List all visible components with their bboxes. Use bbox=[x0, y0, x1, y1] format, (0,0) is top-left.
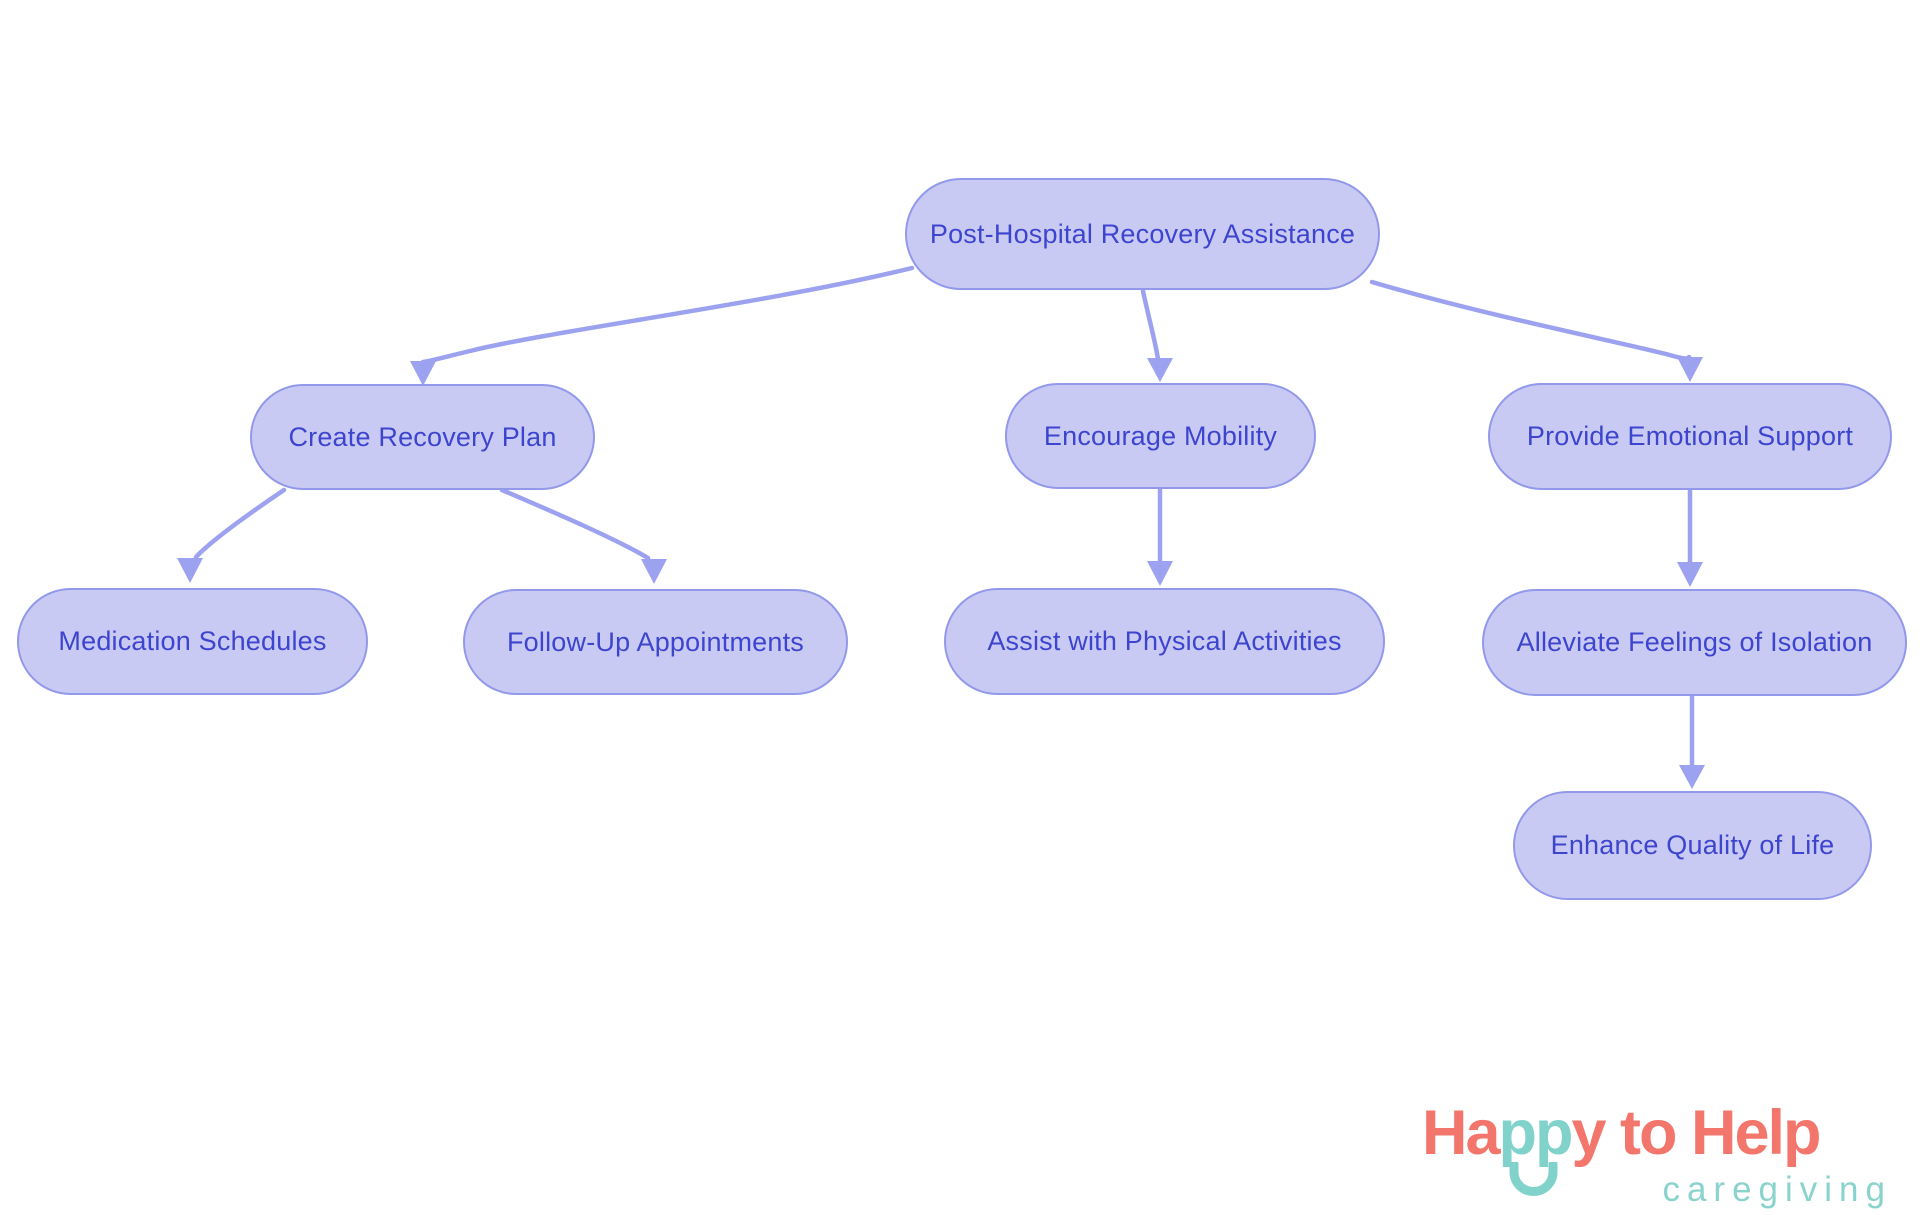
node-label: Medication Schedules bbox=[58, 626, 327, 656]
node-follow-up-appointments: Follow-Up Appointments bbox=[463, 589, 848, 695]
node-label: Follow-Up Appointments bbox=[506, 626, 805, 657]
edge-create-followup bbox=[499, 487, 651, 561]
happy-to-help-logo: Happy to Help caregiving bbox=[1422, 1098, 1892, 1209]
edge-post-create bbox=[420, 265, 915, 365]
smile-icon bbox=[1509, 1162, 1558, 1196]
node-label: Encourage Mobility bbox=[1043, 420, 1278, 451]
node-enhance-quality-of-life: Enhance Quality of Life bbox=[1513, 791, 1872, 900]
node-label: Create Recovery Plan bbox=[288, 421, 557, 452]
logo-tagline: caregiving bbox=[1662, 1170, 1892, 1209]
node-post-hospital-recovery-assistance: Post-Hospital Recovery Assistance bbox=[905, 178, 1380, 290]
arrowhead-assist bbox=[1147, 561, 1173, 586]
logo-text-ha: Ha bbox=[1422, 1098, 1501, 1168]
arrowhead-emotional bbox=[1677, 357, 1703, 382]
node-medication-schedules: Medication Schedules bbox=[17, 588, 368, 695]
arrowhead-enhance bbox=[1679, 765, 1705, 789]
node-label: Alleviate Feelings of Isolation bbox=[1516, 627, 1873, 657]
arrowhead-medication bbox=[177, 558, 203, 583]
node-assist-with-physical-activities: Assist with Physical Activities bbox=[944, 588, 1385, 695]
node-provide-emotional-support: Provide Emotional Support bbox=[1488, 383, 1892, 490]
edge-create-medication bbox=[193, 487, 287, 560]
node-encourage-mobility: Encourage Mobility bbox=[1005, 383, 1316, 489]
node-create-recovery-plan: Create Recovery Plan bbox=[250, 384, 595, 490]
arrowhead-create bbox=[410, 361, 436, 386]
logo-wordmark: Happy to Help bbox=[1422, 1098, 1892, 1196]
node-alleviate-feelings-of-isolation: Alleviate Feelings of Isolation bbox=[1482, 589, 1907, 696]
node-label: Enhance Quality of Life bbox=[1550, 830, 1835, 860]
logo-text-y-to-help: y to Help bbox=[1571, 1098, 1822, 1168]
edge-post-mobility bbox=[1140, 288, 1161, 362]
edge-post-emotional bbox=[1369, 279, 1692, 361]
arrowhead-followup bbox=[641, 559, 667, 584]
arrowhead-mobility bbox=[1147, 358, 1173, 382]
node-label: Post-Hospital Recovery Assistance bbox=[929, 218, 1356, 249]
logo-text-pp: pp bbox=[1498, 1098, 1574, 1168]
node-label: Provide Emotional Support bbox=[1526, 421, 1854, 451]
node-label: Assist with Physical Activities bbox=[987, 626, 1342, 656]
arrowhead-alleviate bbox=[1677, 562, 1703, 587]
